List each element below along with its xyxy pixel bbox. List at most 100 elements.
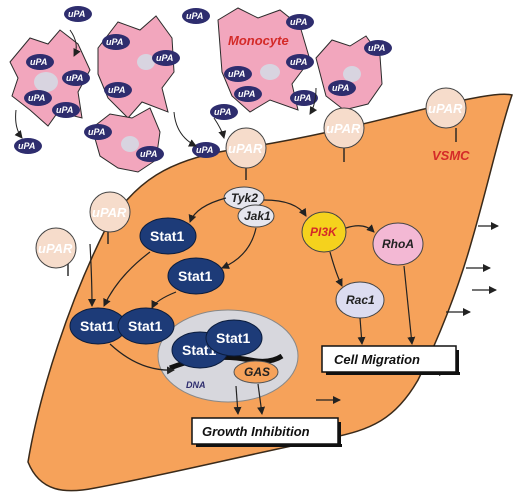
- rac1-node: Rac1: [335, 281, 385, 319]
- svg-text:uPA: uPA: [228, 69, 245, 79]
- svg-text:uPA: uPA: [106, 37, 123, 47]
- upa-3: uPA: [26, 54, 54, 70]
- stat1-node-2: Stat1: [167, 257, 225, 295]
- svg-text:RhoA: RhoA: [382, 237, 414, 251]
- rhoa-node: RhoA: [372, 222, 424, 266]
- upa-11: uPA: [84, 124, 112, 140]
- monocyte-5: [91, 107, 161, 173]
- stat1-node-3: Stat1: [69, 307, 127, 345]
- svg-text:Stat1: Stat1: [128, 318, 162, 334]
- svg-text:uPAR: uPAR: [326, 121, 361, 136]
- upa-2: uPA: [182, 8, 210, 24]
- upa-19: uPA: [328, 80, 356, 96]
- svg-text:Stat1: Stat1: [150, 228, 184, 244]
- svg-text:Jak1: Jak1: [244, 209, 271, 223]
- arrow-icon: [69, 29, 81, 57]
- upa-8: uPA: [102, 34, 130, 50]
- svg-text:Growth Inhibition: Growth Inhibition: [202, 424, 310, 439]
- arrow-icon: [221, 227, 257, 269]
- dna-label: DNA: [186, 380, 206, 390]
- svg-text:uPA: uPA: [18, 141, 35, 151]
- upa-16: uPA: [286, 54, 314, 70]
- upa-1: uPA: [64, 6, 92, 22]
- stat1-node-4: Stat1: [117, 307, 175, 345]
- vsmc-label: VSMC: [432, 148, 470, 163]
- arrow-icon: [263, 199, 307, 217]
- upa-13: uPA: [224, 66, 252, 82]
- svg-text:uPAR: uPAR: [38, 241, 73, 256]
- stat1-node-1: Stat1: [139, 217, 197, 255]
- gas-element: GAS: [233, 360, 279, 384]
- svg-text:uPA: uPA: [290, 17, 307, 27]
- svg-text:Stat1: Stat1: [178, 268, 212, 284]
- upa-4: uPA: [62, 70, 90, 86]
- svg-text:Rac1: Rac1: [346, 293, 375, 307]
- arrow-icon: [173, 111, 197, 147]
- upa-18: uPA: [364, 40, 392, 56]
- upa-9: uPA: [104, 82, 132, 98]
- svg-text:uPAR: uPAR: [92, 205, 127, 220]
- svg-text:uPA: uPA: [30, 57, 47, 67]
- svg-text:uPA: uPA: [88, 127, 105, 137]
- svg-text:Stat1: Stat1: [182, 342, 216, 358]
- upar-receptor-top-1: uPAR: [225, 127, 267, 180]
- svg-text:uPA: uPA: [68, 9, 85, 19]
- upa-15: uPA: [286, 14, 314, 30]
- arrow-icon: [345, 224, 375, 233]
- arrow-icon: [257, 383, 266, 415]
- svg-text:Stat1: Stat1: [80, 318, 114, 334]
- svg-text:uPA: uPA: [66, 73, 83, 83]
- svg-text:uPA: uPA: [156, 53, 173, 63]
- arrow-icon: [329, 251, 343, 287]
- upa-5: uPA: [24, 90, 52, 106]
- arrow-icon: [87, 243, 96, 307]
- arrow-icon: [103, 251, 151, 307]
- svg-text:uPAR: uPAR: [228, 141, 263, 156]
- arrow-icon: [151, 291, 177, 309]
- cell-migration-box: Cell Migration: [321, 345, 460, 375]
- arrow-icon: [403, 265, 416, 345]
- upa-12: uPA: [136, 146, 164, 162]
- arrow-icon: [14, 109, 23, 139]
- svg-text:uPA: uPA: [28, 93, 45, 103]
- monocyte-label: Monocyte: [228, 33, 289, 48]
- arrow-icon: [309, 87, 318, 115]
- svg-text:uPA: uPA: [108, 85, 125, 95]
- monocyte-3: [217, 7, 311, 113]
- upar-receptor-left-1: uPAR: [89, 191, 131, 244]
- svg-text:PI3K: PI3K: [310, 225, 338, 239]
- upar-receptor-top-2: uPAR: [323, 107, 365, 162]
- svg-text:uPA: uPA: [368, 43, 385, 53]
- svg-text:Cell Migration: Cell Migration: [334, 352, 420, 367]
- arrow-icon: [109, 343, 175, 375]
- svg-text:uPA: uPA: [186, 11, 203, 21]
- upa-14: uPA: [234, 86, 262, 102]
- pi3k-node: PI3K: [301, 211, 347, 253]
- upar-receptor-top-3: uPAR: [425, 87, 467, 142]
- upa-6: uPA: [52, 102, 80, 118]
- svg-text:uPA: uPA: [214, 107, 231, 117]
- svg-text:Stat1: Stat1: [216, 330, 250, 346]
- upar-receptor-left-2: uPAR: [35, 227, 77, 276]
- arrow-icon: [357, 317, 366, 345]
- growth-inhibition-box: Growth Inhibition: [191, 417, 342, 447]
- arrow-icon: [233, 385, 242, 415]
- svg-text:uPA: uPA: [140, 149, 157, 159]
- svg-text:uPA: uPA: [290, 57, 307, 67]
- svg-text:uPA: uPA: [196, 145, 213, 155]
- upa-7: uPA: [14, 138, 42, 154]
- svg-text:uPA: uPA: [56, 105, 73, 115]
- vsmc-cell-body: [27, 93, 513, 492]
- upa-21: uPA: [192, 142, 220, 158]
- arrow-icon: [188, 197, 227, 223]
- svg-text:uPA: uPA: [332, 83, 349, 93]
- svg-text:uPA: uPA: [238, 89, 255, 99]
- upa-10: uPA: [152, 50, 180, 66]
- arrow-icon: [213, 117, 227, 139]
- svg-text:GAS: GAS: [244, 365, 270, 379]
- upa-20: uPA: [210, 104, 238, 120]
- svg-text:uPAR: uPAR: [428, 101, 463, 116]
- jak1-node: Jak1: [237, 204, 275, 228]
